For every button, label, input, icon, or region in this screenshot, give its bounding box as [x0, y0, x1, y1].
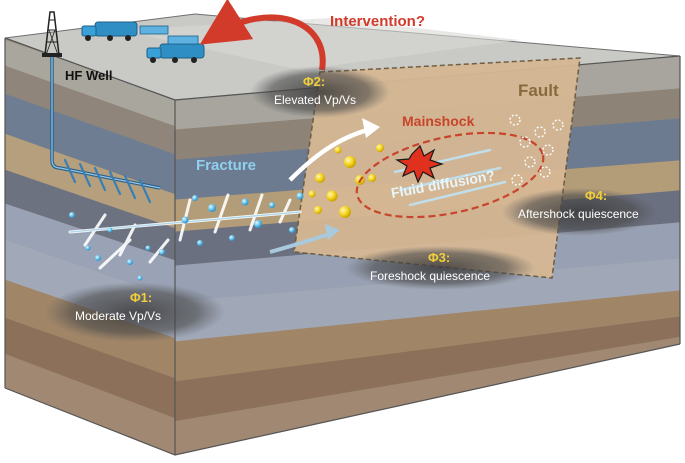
phi3-shadow — [345, 246, 535, 290]
phi4-shadow — [502, 188, 658, 236]
intervention-label: Intervention? — [330, 13, 425, 30]
phi2-title: Φ2: — [303, 74, 325, 89]
truck-icon — [146, 35, 205, 63]
fault-label: Fault — [518, 81, 559, 100]
phi4-title: Φ4: — [585, 188, 607, 203]
phi3-title: Φ3: — [428, 250, 450, 265]
phi4-text: Aftershock quiescence — [518, 207, 639, 221]
truck-icon — [81, 21, 169, 41]
mainshock-burst-icon — [395, 144, 444, 184]
mainshock-label: Mainshock — [402, 113, 475, 129]
flow-arrow-blue-head — [325, 224, 340, 240]
intervention-arrow — [199, 0, 326, 71]
fracture-label: Fracture — [196, 157, 256, 174]
phi2-text: Elevated Vp/Vs — [274, 93, 356, 107]
fault-plane — [293, 57, 581, 279]
aftershock-circles — [509, 114, 564, 186]
phi3-text: Foreshock quiescence — [370, 269, 490, 283]
phi1-shadow — [45, 282, 225, 342]
phi1-title: Φ1: — [130, 290, 152, 305]
phi1-text: Moderate Vp/Vs — [75, 309, 161, 323]
pressure-particles — [308, 144, 384, 218]
hf-well — [42, 11, 161, 190]
flow-arrow-white-head — [362, 118, 380, 138]
front-face-layers — [5, 38, 175, 455]
well-fracture-marks — [63, 158, 152, 204]
fluid-particles — [69, 192, 304, 281]
phi2-shadow — [250, 66, 390, 118]
derrick-icon — [42, 11, 62, 57]
hf-well-label: HF Well — [65, 68, 112, 83]
